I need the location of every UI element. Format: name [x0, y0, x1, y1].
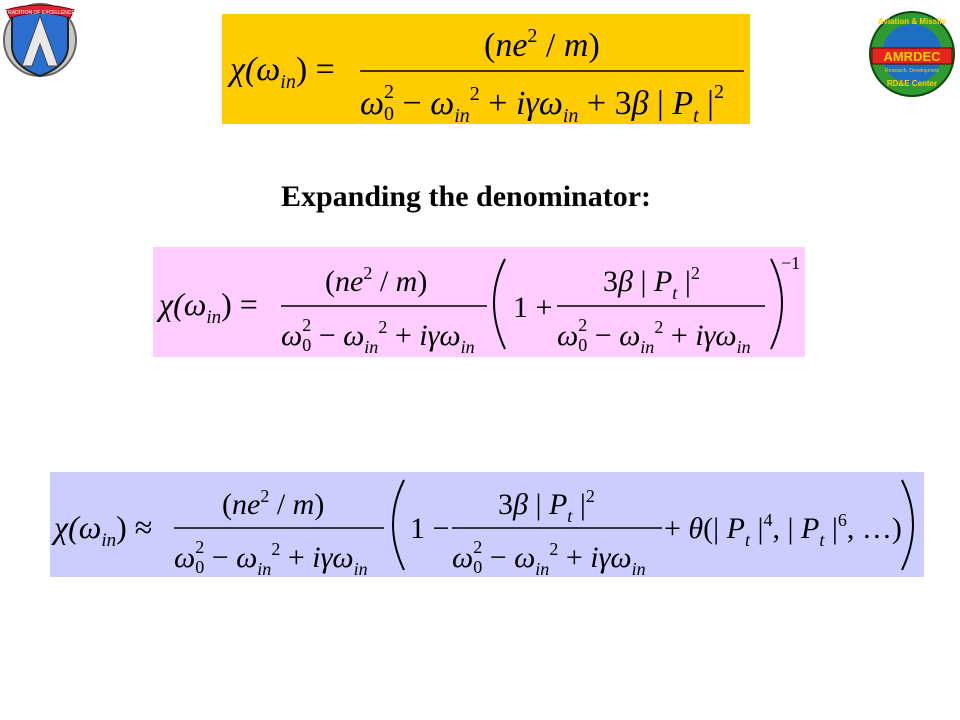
svg-text:ω20 − ωin2 + iγωin: ω20 − ωin2 + iγωin [452, 537, 646, 577]
svg-text:χ(ωin) =: χ(ωin) = [227, 51, 335, 93]
eq2-right-paren [770, 258, 783, 350]
svg-text:1 −: 1 − [410, 512, 449, 545]
svg-text:3β | Pt |2: 3β | Pt |2 [603, 263, 700, 303]
amrdec-logo: Aviation & Missile AMRDEC Research, Deve… [869, 11, 955, 97]
slide-heading: Expanding the denominator: [280, 180, 652, 213]
shield-emblem: TRADITION OF EXCELLENCE [3, 3, 77, 78]
eq2-numerator: (ne2 / m) [325, 263, 427, 298]
eq3-numerator: (ne2 / m) [222, 486, 324, 521]
logo-right-band-text: Research, Development [885, 68, 939, 74]
logo-right-wordmark: AMRDEC [883, 49, 941, 64]
amrdec-emblem: Aviation & Missile AMRDEC Research, Deve… [869, 11, 955, 97]
eq1-numerator: (ne2 / m) [484, 25, 600, 64]
svg-text:1 +: 1 + [513, 291, 552, 324]
eq2-left-paren [493, 258, 506, 350]
logo-right-arc-text: Aviation & Missile [878, 17, 947, 26]
logo-right-bottom-text: RD&E Center [887, 79, 937, 88]
eq3-lhs: χ(ωin) ≈ [51, 509, 152, 551]
svg-text:(ne2 / m): (ne2 / m) [484, 25, 600, 64]
army-shield-logo: TRADITION OF EXCELLENCE [3, 3, 77, 78]
eq3-left-paren [392, 479, 405, 571]
svg-text:3β | Pt |2: 3β | Pt |2 [498, 486, 595, 526]
eq2-lhs: χ(ωin) = [156, 286, 258, 328]
svg-text:ω20 − ωin2 + iγωin: ω20 − ωin2 + iγωin [557, 315, 751, 357]
svg-text:ω20 − ωin2 + iγωin: ω20 − ωin2 + iγωin [281, 315, 475, 357]
svg-text:χ(ωin) =: χ(ωin) = [156, 286, 258, 328]
eq3-right-paren [901, 479, 914, 571]
eq1-lhs: χ(ωin) = [227, 51, 335, 93]
eq2-exponent: −1 [781, 253, 800, 273]
svg-text:+ θ(| Pt |4, | Pt |6, …): + θ(| Pt |4, | Pt |6, …) [664, 510, 902, 550]
svg-text:(ne2 / m): (ne2 / m) [325, 263, 427, 298]
svg-text:ω20 − ωin2 + iγωin + 3β | Pt |: ω20 − ωin2 + iγωin + 3β | Pt |2 [360, 81, 724, 124]
logo-left-banner: TRADITION OF EXCELLENCE [5, 10, 75, 16]
svg-text:χ(ωin) ≈: χ(ωin) ≈ [51, 509, 152, 551]
svg-text:ω20 − ωin2 + iγωin: ω20 − ωin2 + iγωin [174, 537, 368, 577]
svg-text:(ne2 / m): (ne2 / m) [222, 486, 324, 521]
